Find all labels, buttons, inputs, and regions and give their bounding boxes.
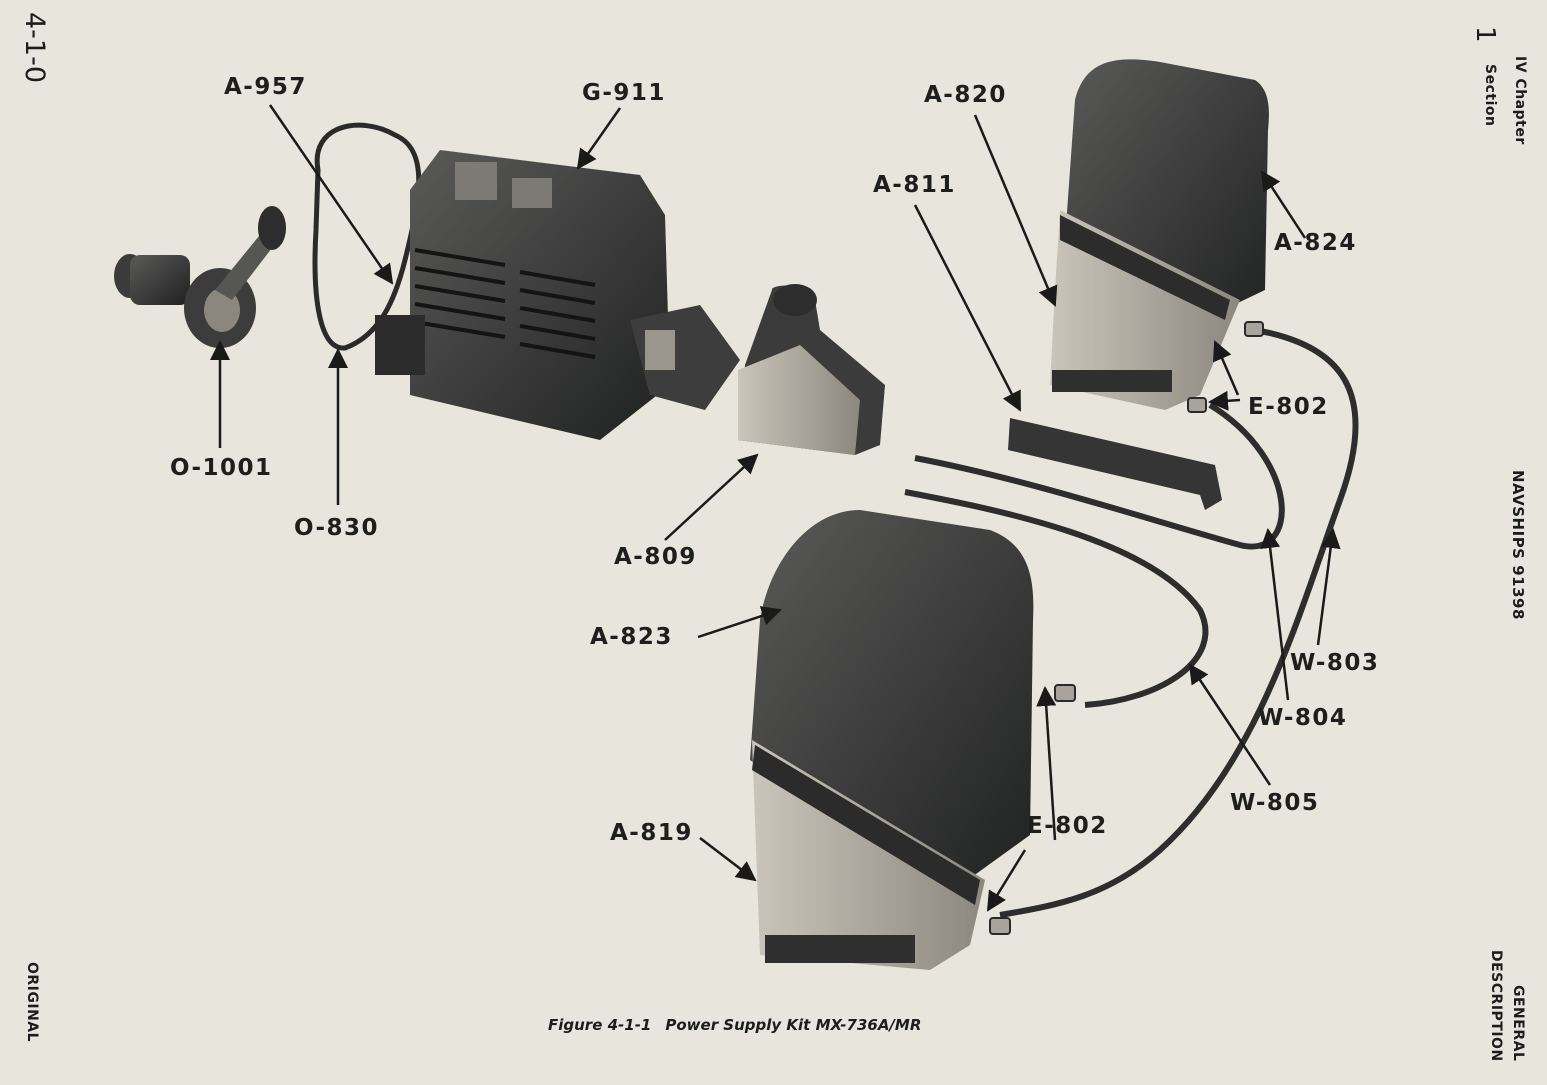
- case-part-a820: [1050, 210, 1240, 410]
- leader-a811: [913, 204, 1022, 412]
- callout-e802-top: E-802: [1248, 394, 1329, 420]
- leader-a957: [268, 104, 394, 285]
- figure-title: Power Supply Kit MX-736A/MR: [665, 1016, 922, 1034]
- bracket-part-a809: [738, 284, 885, 455]
- cable-w804: [914, 402, 1285, 550]
- callout-o1001: O-1001: [170, 455, 273, 481]
- callout-e802-bottom: E-802: [1027, 813, 1108, 839]
- strap-part-a811: [1008, 418, 1222, 510]
- leader-a824: [1260, 170, 1307, 239]
- figure-caption: Figure 4-1-1 Power Supply Kit MX-736A/MR: [548, 1016, 935, 1034]
- generator-part-g911: [375, 150, 740, 440]
- leader-w805: [1188, 663, 1272, 786]
- leader-e802-bottom-a: [1036, 686, 1057, 841]
- leader-a819: [699, 837, 757, 882]
- leader-e802-top-b: [1208, 390, 1241, 411]
- callout-w805: W-805: [1230, 790, 1320, 816]
- belt-part-o830: [312, 122, 422, 351]
- callout-g911: G-911: [582, 80, 666, 106]
- callout-w803: W-803: [1290, 650, 1380, 676]
- terminals-e802: [989, 321, 1264, 935]
- callout-a820: A-820: [924, 82, 1007, 108]
- leader-w803: [1316, 528, 1341, 646]
- case-part-a819: [752, 740, 985, 970]
- leader-a809: [664, 453, 759, 541]
- leader-a823: [697, 606, 782, 639]
- leader-g911: [576, 107, 622, 170]
- callout-a811: A-811: [873, 172, 956, 198]
- leader-e802-bottom-b: [986, 849, 1027, 912]
- leader-w804: [1260, 528, 1290, 701]
- callout-a819: A-819: [610, 820, 693, 846]
- callout-a809: A-809: [614, 544, 697, 570]
- figure-number: Figure 4-1-1: [548, 1016, 652, 1034]
- leader-a820: [973, 114, 1058, 307]
- callout-a824: A-824: [1274, 230, 1357, 256]
- callout-a823: A-823: [590, 624, 673, 650]
- callout-a957: A-957: [224, 74, 307, 100]
- coupling-part-o1001: [114, 206, 286, 348]
- leader-e802-top-a: [1212, 340, 1240, 396]
- cable-w805: [904, 489, 1209, 708]
- callout-w804: W-804: [1258, 705, 1348, 731]
- callout-o830: O-830: [294, 515, 380, 541]
